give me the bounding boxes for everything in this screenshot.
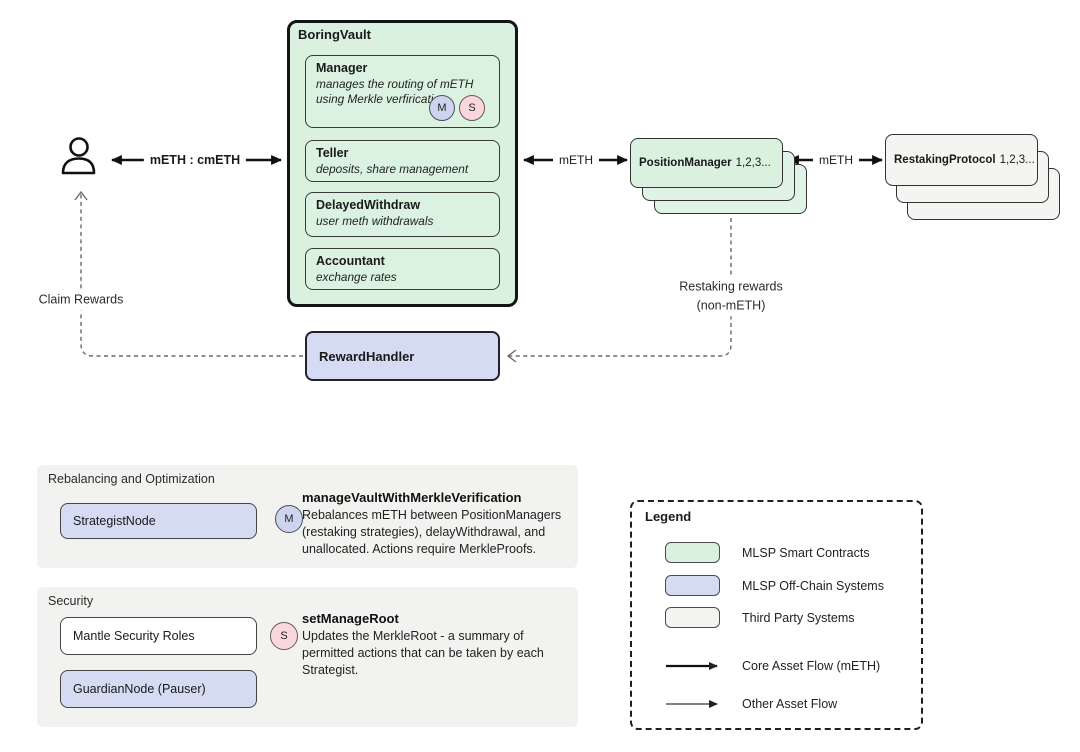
security-function-title: setManageRoot: [302, 611, 399, 626]
flow-label-meth-pm-rp: mETH: [813, 152, 859, 168]
legend-item-core-flow: Core Asset Flow (mETH): [665, 659, 880, 673]
user-icon: [61, 137, 96, 175]
guardiannode-label: GuardianNode (Pauser): [73, 682, 206, 696]
core-flow-arrow-icon: [666, 662, 718, 670]
module-manager-desc: manages the routing of mETH using Merkle…: [316, 76, 474, 106]
module-accountant-title: Accountant: [316, 254, 385, 268]
positionmanager-suffix: 1,2,3...: [735, 157, 771, 169]
legend-item-other-flow: Other Asset Flow: [665, 697, 837, 711]
security-function-desc: Updates the MerkleRoot - a summary of pe…: [302, 628, 544, 677]
legend-swatch-gray: [665, 607, 720, 628]
other-flow-arrow-icon: [666, 700, 718, 708]
mantle-security-roles-label: Mantle Security Roles: [73, 629, 195, 643]
legend-item-smart-contracts: MLSP Smart Contracts: [665, 542, 870, 563]
module-teller: Teller deposits, share management: [305, 140, 500, 182]
legend-swatch-lavender: [665, 575, 720, 596]
positionmanager-name: PositionManager: [639, 157, 732, 169]
module-teller-title: Teller: [316, 146, 349, 160]
legend-label-off-chain: MLSP Off-Chain Systems: [742, 578, 884, 593]
module-accountant: Accountant exchange rates: [305, 248, 500, 290]
restakingprotocol-suffix: 1,2,3...: [999, 154, 1035, 166]
legend-label-other-flow: Other Asset Flow: [742, 697, 838, 711]
restaking-rewards-line2: (non-mETH): [696, 298, 766, 312]
module-accountant-desc: exchange rates: [316, 269, 397, 284]
boringvault-box: BoringVault Manager manages the routing …: [287, 20, 518, 307]
legend-label-core-flow: Core Asset Flow (mETH): [742, 659, 881, 673]
dashed-flow-restaking-rewards: [509, 218, 732, 357]
legend-item-third-party: Third Party Systems: [665, 607, 855, 628]
module-delayedwithdraw-title: DelayedWithdraw: [316, 198, 421, 212]
module-delayedwithdraw: DelayedWithdraw user meth withdrawals: [305, 192, 500, 237]
legend-label-third-party: Third Party Systems: [742, 610, 855, 625]
security-panel-title: Security: [48, 594, 94, 608]
rewardhandler-box: RewardHandler: [305, 331, 500, 381]
legend-label-smart-contracts: MLSP Smart Contracts: [742, 545, 870, 560]
flow-label-meth-cmeth: mETH : cmETH: [143, 152, 247, 168]
module-delayedwithdraw-desc: user meth withdrawals: [316, 213, 434, 228]
guardiannode-box: GuardianNode (Pauser): [60, 670, 257, 708]
claim-rewards-label: Claim Rewards: [32, 289, 130, 311]
restaking-rewards-line1: Restaking rewards: [679, 279, 783, 294]
legend-title: Legend: [645, 509, 692, 524]
legend-box: Legend MLSP Smart Contracts MLSP Off-Cha…: [630, 500, 923, 730]
dashed-arrowhead-into-rewardhandler: [506, 349, 517, 363]
module-teller-desc: deposits, share management: [316, 161, 469, 176]
restakingprotocol-name: RestakingProtocol: [894, 154, 996, 166]
rebalancing-panel: Rebalancing and Optimization StrategistN…: [37, 465, 578, 568]
security-badge-s: S: [270, 622, 298, 650]
rebalancing-function-text: manageVaultWithMerkleVerification Rebala…: [302, 489, 574, 558]
rebalancing-panel-title: Rebalancing and Optimization: [48, 472, 215, 486]
rebalancing-badge-m: M: [275, 505, 303, 533]
flow-label-meth-vault-pm: mETH: [553, 152, 599, 168]
legend-swatch-green: [665, 542, 720, 563]
boringvault-title: BoringVault: [298, 27, 371, 42]
restakingprotocol-box: RestakingProtocol 1,2,3...: [885, 134, 1038, 186]
strategistnode-label: StrategistNode: [73, 514, 156, 528]
security-function-text: setManageRoot Updates the MerkleRoot - a…: [302, 610, 554, 679]
rewardhandler-title: RewardHandler: [319, 348, 415, 364]
manager-badge-m: M: [429, 95, 455, 121]
strategistnode-box: StrategistNode: [60, 503, 257, 539]
restaking-rewards-label: Restaking rewards (non-mETH): [673, 276, 789, 316]
positionmanager-box: PositionManager 1,2,3...: [630, 138, 783, 188]
rebalancing-function-title: manageVaultWithMerkleVerification: [302, 490, 522, 505]
security-panel: Security Mantle Security Roles GuardianN…: [37, 587, 578, 727]
dashed-flow-claim-rewards: [80, 193, 303, 357]
manager-badge-s: S: [459, 95, 485, 121]
mantle-security-roles-box: Mantle Security Roles: [60, 617, 257, 655]
module-manager-title: Manager: [316, 61, 368, 75]
module-manager: Manager manages the routing of mETH usin…: [305, 55, 500, 128]
dashed-arrowhead-to-user: [74, 190, 88, 201]
legend-item-off-chain: MLSP Off-Chain Systems: [665, 575, 884, 596]
rebalancing-function-desc: Rebalances mETH between PositionManagers…: [302, 507, 562, 556]
